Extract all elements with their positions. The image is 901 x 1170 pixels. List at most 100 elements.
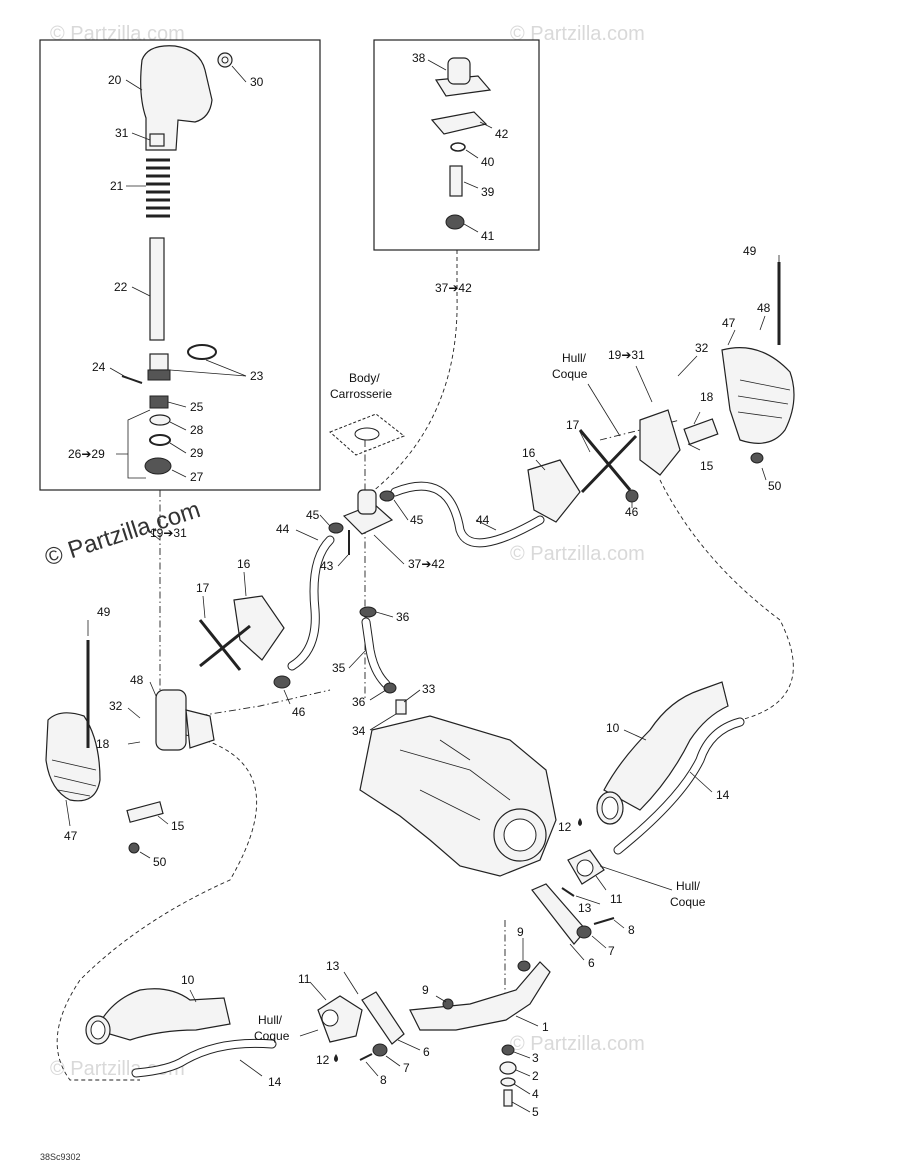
valve-inset-box bbox=[373, 39, 540, 251]
callout-15-top: 15 bbox=[700, 459, 714, 473]
callout-42: 42 bbox=[495, 127, 509, 141]
part-20-housing bbox=[140, 45, 213, 151]
watermark-mid-right: © Partzilla.com bbox=[510, 543, 645, 565]
bottom-leaders bbox=[189, 971, 539, 1113]
part-47-left-cover bbox=[45, 712, 101, 802]
callout-21: 21 bbox=[110, 179, 124, 193]
callout-49-left: 49 bbox=[97, 605, 111, 619]
part-23-oring bbox=[187, 344, 217, 360]
callout-28: 28 bbox=[190, 423, 204, 437]
callout-36-bot: 36 bbox=[352, 695, 366, 709]
left-steering-assembly bbox=[45, 595, 291, 854]
callout-31: 31 bbox=[115, 126, 129, 140]
watermark-bottom-right: © Partzilla.com bbox=[510, 1033, 645, 1055]
part-10-left-elbow bbox=[95, 988, 231, 1041]
callout-38: 38 bbox=[412, 51, 426, 65]
callout-17-top: 17 bbox=[566, 418, 580, 432]
steering-column-parts bbox=[121, 45, 233, 475]
valve-inset-labels: 38 42 40 39 41 37➔42 bbox=[412, 51, 509, 295]
callout-14-left: 14 bbox=[268, 1075, 282, 1089]
callout-45-left: 45 bbox=[306, 508, 320, 522]
callout-11-right: 11 bbox=[610, 892, 623, 906]
watermark-top-left: © Partzilla.com bbox=[50, 23, 185, 45]
steering-column-inset-box bbox=[39, 39, 321, 491]
callout-6-right: 6 bbox=[588, 956, 595, 970]
callout-17-left: 17 bbox=[196, 581, 210, 595]
callout-6-left: 6 bbox=[423, 1045, 430, 1059]
callout-10-left: 10 bbox=[181, 973, 195, 987]
callout-22: 22 bbox=[114, 280, 128, 294]
valve-body-assembly bbox=[328, 489, 407, 715]
callout-9-right: 9 bbox=[517, 925, 524, 939]
callout-18-left: 18 bbox=[96, 737, 110, 751]
callout-18-top: 18 bbox=[700, 390, 714, 404]
part-11-left-plate bbox=[317, 995, 363, 1043]
part-23-spline bbox=[147, 369, 171, 381]
part-2-bushing bbox=[499, 1061, 517, 1075]
part-40-oring bbox=[450, 142, 466, 152]
callout-16-top: 16 bbox=[522, 446, 536, 460]
part-16-left-lever bbox=[233, 595, 285, 661]
note-body-2: Carrosserie bbox=[330, 387, 392, 401]
callout-46-top: 46 bbox=[625, 505, 639, 519]
right-assembly-leaders bbox=[535, 255, 780, 508]
part-24-pin bbox=[121, 375, 143, 384]
callout-20: 20 bbox=[108, 73, 122, 87]
callout-3: 3 bbox=[532, 1051, 539, 1065]
note-hull-top-2: Coque bbox=[552, 367, 588, 381]
part-15-right-sleeve bbox=[683, 418, 719, 446]
note-hull-top-1: Hull/ bbox=[562, 351, 587, 365]
callout-33: 33 bbox=[422, 682, 436, 696]
callout-16-left: 16 bbox=[237, 557, 251, 571]
left-inset-leaders bbox=[109, 65, 247, 479]
part-41-nut bbox=[445, 214, 465, 230]
callout-10-right: 10 bbox=[606, 721, 620, 735]
part-9-left-nut bbox=[442, 998, 454, 1010]
callout-39: 39 bbox=[481, 185, 495, 199]
part-19-left-body bbox=[155, 689, 187, 751]
pump-housing bbox=[359, 715, 557, 877]
callout-47-left: 47 bbox=[64, 829, 78, 843]
callout-7-left: 7 bbox=[403, 1061, 410, 1075]
middle-leaders bbox=[295, 499, 497, 731]
part-1-bracket bbox=[409, 961, 551, 1031]
part-10-right-elbow bbox=[603, 681, 729, 811]
callout-48-left: 48 bbox=[130, 673, 144, 687]
callout-7-right: 7 bbox=[608, 944, 615, 958]
part-3-washer bbox=[501, 1044, 515, 1056]
callout-26-29: 26➔29 bbox=[68, 447, 105, 461]
hoses bbox=[131, 481, 745, 1078]
part-50-right-nut bbox=[750, 452, 764, 464]
part-15-left-sleeve bbox=[126, 801, 164, 823]
left-assembly-leaders bbox=[65, 531, 291, 859]
part-46-right-washer bbox=[625, 489, 639, 503]
middle-labels: Body/ Carrosserie 45 45 44 44 43 37➔42 3… bbox=[276, 371, 490, 738]
callout-34: 34 bbox=[352, 724, 366, 738]
callout-9-left: 9 bbox=[422, 983, 429, 997]
callout-8-left: 8 bbox=[380, 1073, 387, 1087]
part-29-ring bbox=[149, 434, 171, 446]
callout-12-left: 12 bbox=[316, 1053, 330, 1067]
callout-12-right: 12 bbox=[558, 820, 572, 834]
part-23-bushing bbox=[149, 353, 169, 371]
callout-37-42-mid: 37➔42 bbox=[408, 557, 445, 571]
body-gasket bbox=[329, 413, 405, 456]
callout-1: 1 bbox=[542, 1020, 549, 1034]
part-21-spring bbox=[146, 158, 170, 218]
part-22-shaft bbox=[149, 237, 165, 341]
part-8-left-bolt bbox=[359, 1053, 373, 1061]
callout-19-31-left: 19➔31 bbox=[150, 526, 187, 540]
callout-25: 25 bbox=[190, 400, 204, 414]
callout-30: 30 bbox=[250, 75, 264, 89]
note-hull-right-2: Coque bbox=[670, 895, 706, 909]
callout-15-left: 15 bbox=[171, 819, 185, 833]
right-elbow-labels: 10 14 12 11 13 8 7 6 Hull/ Coque 9 bbox=[517, 721, 730, 970]
callout-50-left: 50 bbox=[153, 855, 167, 869]
callout-36-top: 36 bbox=[396, 610, 410, 624]
callout-13-right: 13 bbox=[578, 901, 592, 915]
part-39-stem bbox=[449, 165, 463, 197]
part-38-neck bbox=[447, 57, 471, 85]
part-6-left-link bbox=[361, 991, 405, 1045]
note-hull-bottom-2: Coque bbox=[254, 1029, 290, 1043]
